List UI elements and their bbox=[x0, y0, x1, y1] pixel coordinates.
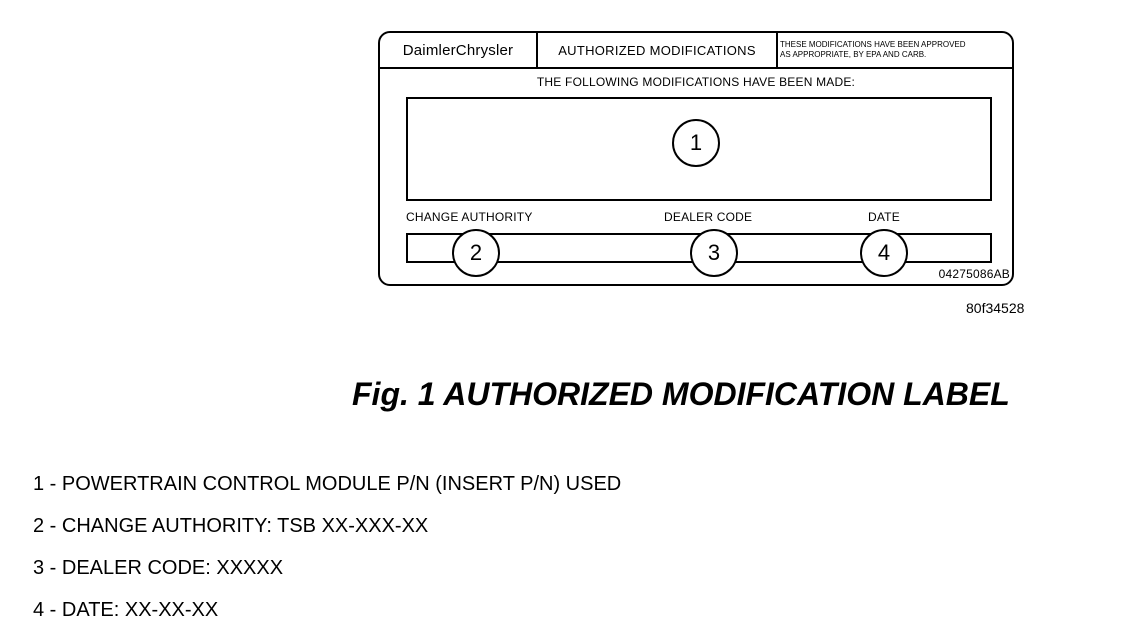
legend-item-1: 1 - POWERTRAIN CONTROL MODULE P/N (INSER… bbox=[33, 473, 622, 495]
callout-3: 3 bbox=[690, 229, 738, 277]
approval-note: THESE MODIFICATIONS HAVE BEEN APPROVED A… bbox=[778, 33, 1010, 67]
approval-note-line-1: THESE MODIFICATIONS HAVE BEEN APPROVED bbox=[780, 40, 966, 49]
legend-item-4: 4 - DATE: XX-XX-XX bbox=[33, 599, 219, 621]
legend-item-2: 2 - CHANGE AUTHORITY: TSB XX-XXX-XX bbox=[33, 515, 429, 537]
callout-4: 4 bbox=[860, 229, 908, 277]
label-title: AUTHORIZED MODIFICATIONS bbox=[536, 33, 778, 67]
modification-label-drawing: DaimlerChrysler AUTHORIZED MODIFICATIONS… bbox=[378, 31, 1014, 286]
legend-item-3: 3 - DEALER CODE: XXXXX bbox=[33, 557, 284, 579]
change-authority-label: CHANGE AUTHORITY bbox=[406, 210, 533, 224]
date-label: DATE bbox=[868, 210, 900, 224]
callout-1: 1 bbox=[672, 119, 720, 167]
dealer-code-label: DEALER CODE bbox=[664, 210, 753, 224]
callout-2: 2 bbox=[452, 229, 500, 277]
callout-legend: 1 - POWERTRAIN CONTROL MODULE P/N (INSER… bbox=[33, 470, 621, 638]
approval-note-line-2: AS APPROPRIATE, BY EPA AND CARB. bbox=[780, 50, 927, 59]
following-modifications-text: THE FOLLOWING MODIFICATIONS HAVE BEEN MA… bbox=[536, 75, 856, 89]
label-part-code: 04275086AB bbox=[938, 267, 1010, 281]
modifications-box bbox=[406, 97, 992, 201]
brand-name: DaimlerChrysler bbox=[402, 41, 514, 59]
figure-id: 80f34528 bbox=[966, 300, 1025, 316]
label-header: DaimlerChrysler AUTHORIZED MODIFICATIONS… bbox=[380, 33, 1012, 69]
figure-caption: Fig. 1 AUTHORIZED MODIFICATION LABEL bbox=[352, 376, 1010, 412]
